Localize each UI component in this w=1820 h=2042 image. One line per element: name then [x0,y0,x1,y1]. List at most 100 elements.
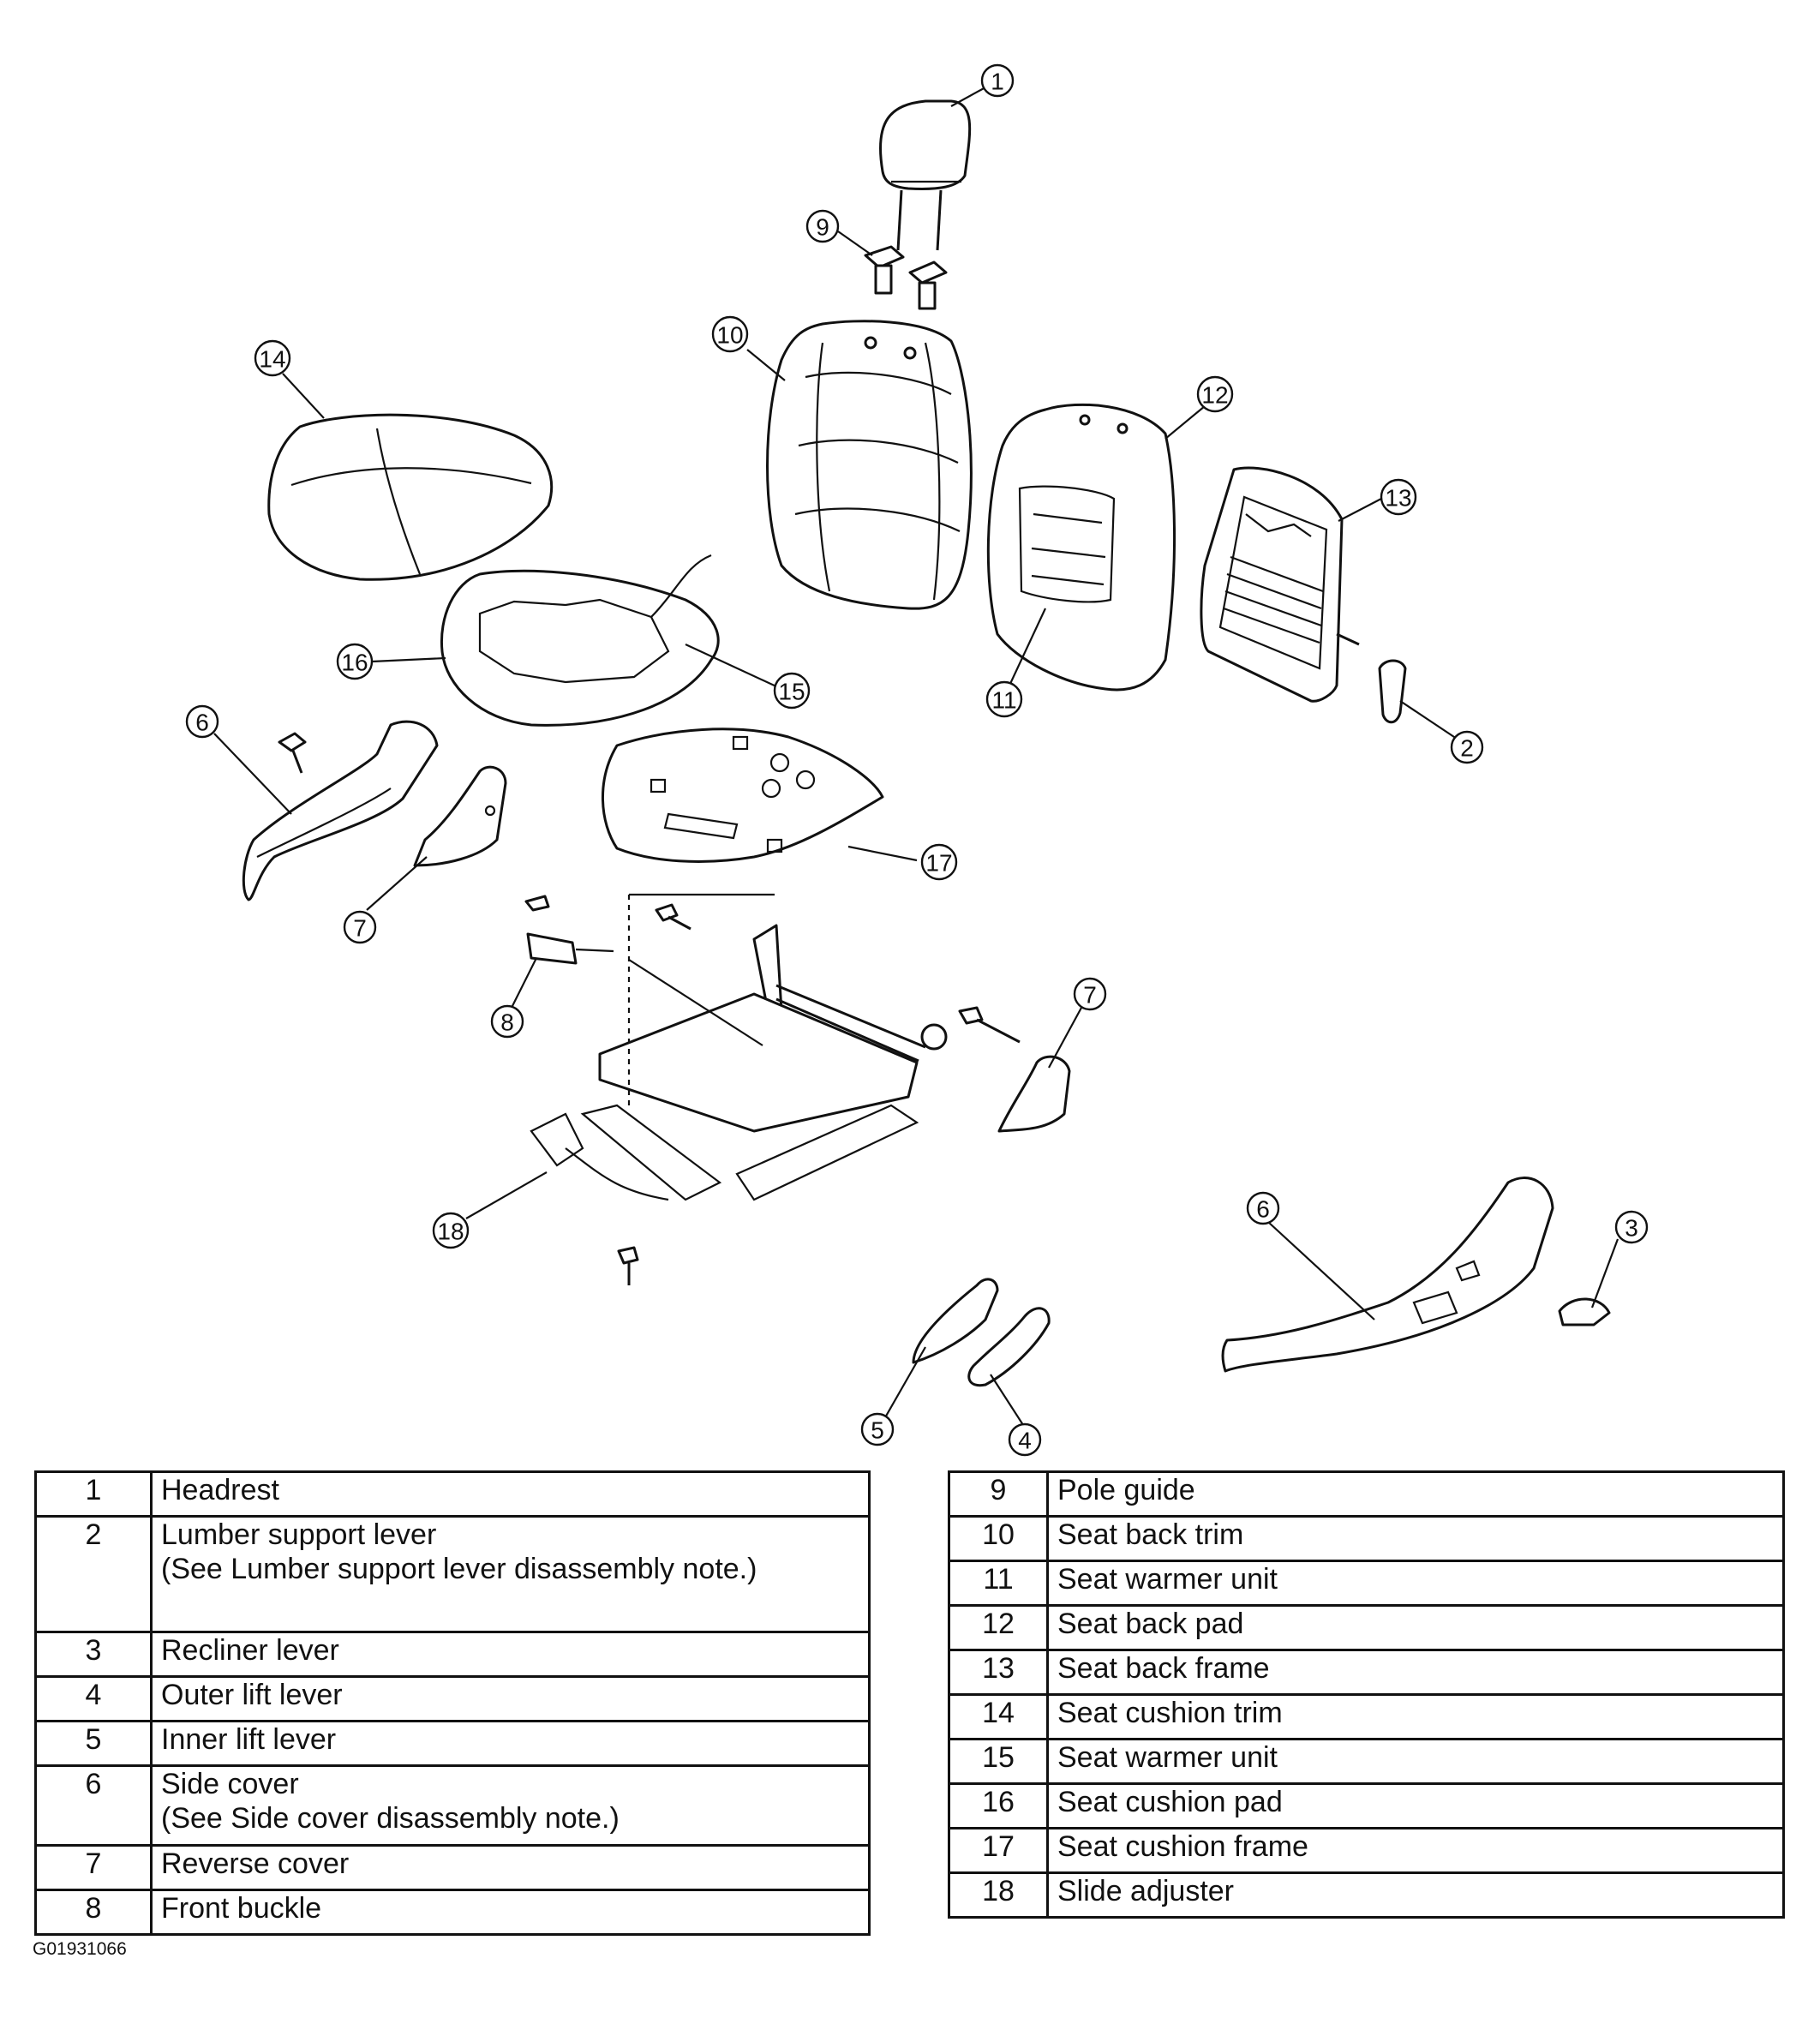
callout-6-right: 6 [1246,1191,1280,1225]
callout-15: 15 [773,672,811,710]
callout-2: 2 [1450,730,1484,764]
svg-text:11: 11 [991,687,1016,714]
legend-row: 12 Seat back pad [948,1604,1785,1651]
legend-row: 15 Seat warmer unit [948,1738,1785,1785]
part-number: 12 [948,1604,1049,1651]
part-description-cell: Side cover (See Side cover disassembly n… [150,1764,871,1847]
side-cover-part-right [1221,1177,1554,1373]
svg-text:16: 16 [341,650,368,676]
exploded-seat-diagram: 1 9 10 12 13 11 2 14 16 15 17 6 7 8 7 18… [185,63,1649,1457]
callout-4: 4 [1008,1422,1042,1457]
part-description: Inner lift lever [150,1720,871,1767]
part-number: 8 [34,1889,153,1936]
part-number: 13 [948,1649,1049,1696]
lumber-support-lever-part [1378,659,1407,724]
part-number: 1 [34,1470,153,1518]
part-description: Recliner lever [150,1631,871,1678]
parts-legend-right: 9 Pole guide 10 Seat back trim 11 Seat w… [948,1470,1785,1919]
legend-row: 10 Seat back trim [948,1515,1785,1562]
svg-text:10: 10 [716,322,743,349]
part-number: 6 [34,1764,153,1847]
legend-row: 14 Seat cushion trim [948,1693,1785,1740]
legend-row: 16 Seat cushion pad [948,1782,1785,1829]
outer-lift-lever-part [967,1307,1051,1387]
part-description: Seat cushion trim [1046,1693,1785,1740]
part-number: 18 [948,1871,1049,1919]
part-description: Seat cushion pad [1046,1782,1785,1829]
reverse-cover-part-left [413,765,507,867]
part-number: 2 [34,1515,153,1633]
inner-lift-lever-part [912,1278,999,1364]
part-description: Reverse cover [150,1844,871,1891]
seat-back-frame-part [1200,466,1360,703]
svg-text:15: 15 [778,679,805,705]
callout-12: 12 [1196,375,1234,413]
part-number: 5 [34,1720,153,1767]
svg-text:8: 8 [500,1009,514,1036]
svg-text:17: 17 [925,850,952,877]
part-description: Front buckle [150,1889,871,1936]
svg-text:6: 6 [195,710,209,736]
callout-11: 11 [985,680,1023,718]
svg-text:9: 9 [816,214,829,241]
part-description-cell: Lumber support lever (See Lumber support… [150,1515,871,1633]
part-number: 10 [948,1515,1049,1562]
callout-16: 16 [336,643,374,680]
headrest-part [878,99,972,251]
part-description: Outer lift lever [150,1675,871,1722]
seat-back-trim-part [766,320,973,610]
svg-text:7: 7 [1083,982,1097,1009]
legend-row: 7 Reverse cover [34,1844,871,1891]
callout-1: 1 [980,63,1015,98]
callout-3: 3 [1614,1210,1649,1244]
legend-row: 17 Seat cushion frame [948,1827,1785,1874]
legend-row: 5 Inner lift lever [34,1720,871,1767]
seat-cushion-pad-part [440,554,720,727]
slide-adjuster-part [530,893,1021,1285]
part-number: 9 [948,1470,1049,1518]
bolt-part [278,732,307,774]
legend-row: 13 Seat back frame [948,1649,1785,1696]
svg-text:5: 5 [871,1417,884,1444]
callout-5: 5 [860,1412,895,1446]
part-note: (See Lumber support lever disassembly no… [161,1553,757,1585]
callout-18: 18 [432,1212,470,1249]
part-number: 17 [948,1827,1049,1874]
callout-13: 13 [1380,478,1417,516]
part-number: 7 [34,1844,153,1891]
part-description: Seat back frame [1046,1649,1785,1696]
bolt-part-frame [655,903,691,931]
part-number: 11 [948,1560,1049,1607]
legend-row: 4 Outer lift lever [34,1675,871,1722]
part-note: (See Side cover disassembly note.) [161,1802,620,1835]
legend-row: 11 Seat warmer unit [948,1560,1785,1607]
svg-text:4: 4 [1018,1428,1032,1454]
reverse-cover-part-right [997,1055,1071,1133]
legend-row: 9 Pole guide [948,1470,1785,1518]
callout-7-right: 7 [1073,977,1107,1011]
seat-back-pad-part [986,403,1176,692]
part-description: Headrest [150,1470,871,1518]
pole-guide-part [864,245,948,310]
part-number: 16 [948,1782,1049,1829]
part-number: 4 [34,1675,153,1722]
part-description: Seat back trim [1046,1515,1785,1562]
svg-text:2: 2 [1460,735,1474,762]
part-number: 14 [948,1693,1049,1740]
svg-text:18: 18 [437,1219,464,1245]
part-description: Seat warmer unit [1046,1738,1785,1785]
legend-row: 2 Lumber support lever (See Lumber suppo… [34,1515,871,1633]
callout-6-left: 6 [185,704,219,739]
svg-text:1: 1 [991,69,1004,95]
svg-text:13: 13 [1385,485,1411,512]
callout-14: 14 [254,339,291,377]
legend-row: 6 Side cover (See Side cover disassembly… [34,1764,871,1847]
part-number: 3 [34,1631,153,1678]
callout-9: 9 [805,209,840,243]
legend-row: 8 Front buckle [34,1889,871,1936]
svg-text:12: 12 [1201,382,1228,409]
svg-text:3: 3 [1625,1215,1638,1242]
legend-row: 3 Recliner lever [34,1631,871,1678]
recliner-lever-part [1558,1297,1611,1326]
callout-7-left: 7 [343,910,377,944]
